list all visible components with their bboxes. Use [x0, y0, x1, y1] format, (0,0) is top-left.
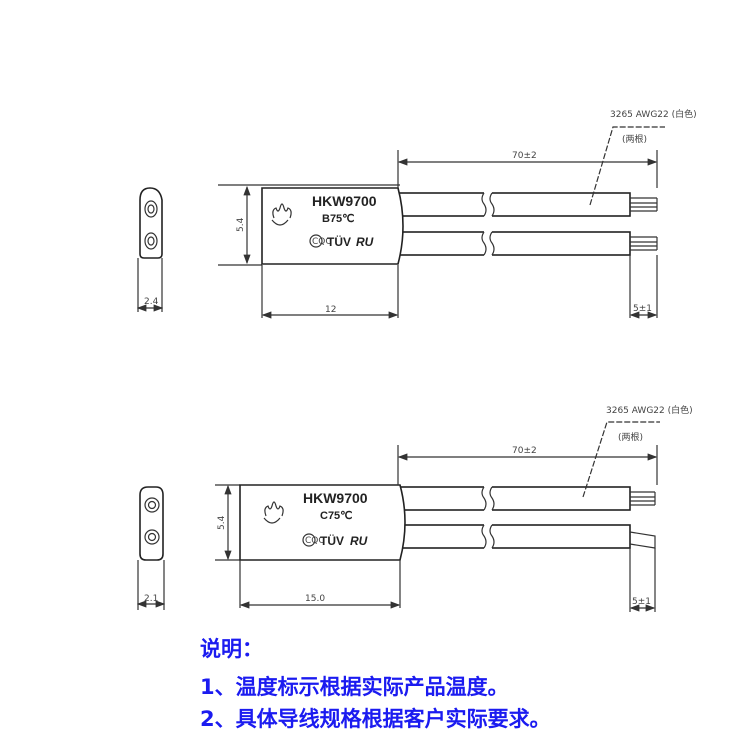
tuv-mark: TÜV	[327, 234, 351, 249]
wire-spec: 3265 AWG22 (白色)	[610, 108, 697, 120]
dim-thickness: 2.1	[144, 594, 158, 604]
drawing-top: 2.4 5.4 HKW9700 B75℃ CQC TÜV RU	[136, 108, 697, 319]
cqc-mark-icon	[309, 234, 323, 248]
tuv-mark: TÜV	[320, 533, 344, 548]
terminal-icon	[144, 497, 160, 513]
note-item: 1、温度标示根据实际产品温度。	[200, 675, 509, 699]
cqc-mark-icon	[302, 533, 316, 547]
lotus-logo-icon	[263, 501, 284, 524]
dim-thickness: 2.4	[144, 297, 159, 307]
svg-text:CQC: CQC	[312, 237, 332, 247]
temperature-label: B75℃	[322, 213, 355, 225]
note-item: 2、具体导线规格根据客户实际要求。	[200, 707, 551, 731]
dim-wire-length: 70±2	[512, 151, 537, 161]
notes-title: 说明：	[200, 637, 263, 661]
drawing-bottom: 2.1 5.4 HKW9700 C75℃ CQC TÜV RU 15.0	[136, 404, 693, 612]
terminal-icon	[144, 232, 158, 250]
end-view: 2.4	[136, 187, 164, 312]
ru-mark: RU	[356, 235, 374, 249]
dim-body-length: 15.0	[305, 594, 325, 604]
end-view: 2.1	[136, 486, 166, 610]
dim-strip: 5±1	[632, 597, 651, 607]
dim-strip: 5±1	[633, 304, 652, 314]
wires	[397, 484, 656, 552]
dim-height: 5.4	[236, 217, 246, 232]
ru-mark: RU	[350, 534, 368, 548]
model-label: HKW9700	[303, 490, 368, 506]
wire-spec: 3265 AWG22 (白色)	[606, 404, 693, 416]
wire-count: (两根)	[622, 133, 647, 145]
lotus-logo-icon	[271, 203, 292, 226]
thermostat-body: HKW9700 C75℃ CQC TÜV RU	[239, 484, 406, 561]
dim-wire-length: 70±2	[512, 446, 537, 456]
wire-count: (两根)	[618, 431, 643, 443]
terminal-icon	[144, 529, 160, 545]
model-label: HKW9700	[312, 193, 377, 209]
dim-body-length: 12	[325, 305, 336, 315]
dim-height: 5.4	[217, 515, 227, 530]
thermostat-body: HKW9700 B75℃ CQC TÜV RU	[261, 187, 404, 265]
temperature-label: C75℃	[320, 510, 353, 522]
wires	[397, 190, 658, 258]
svg-text:CQC: CQC	[305, 536, 325, 546]
terminal-icon	[144, 200, 158, 218]
